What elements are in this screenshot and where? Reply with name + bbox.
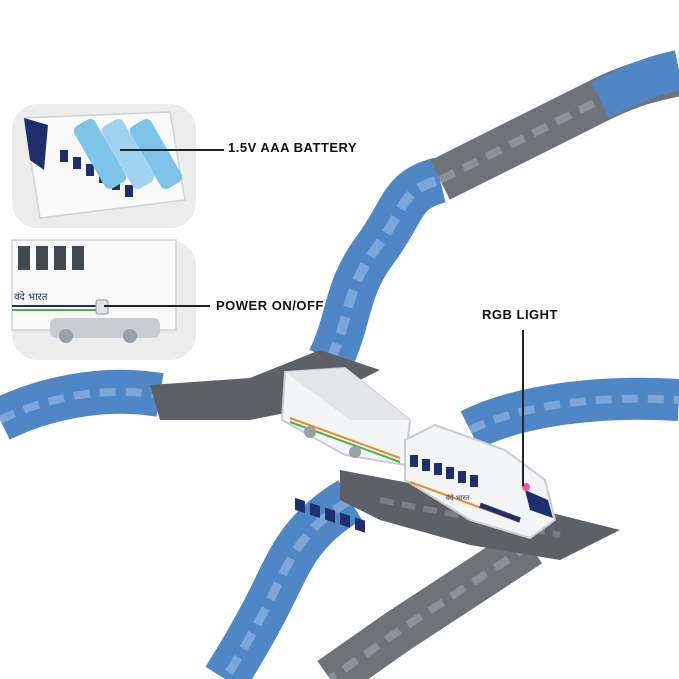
rear-car-windows [295,497,365,533]
train: वंदे भारत [280,366,557,540]
rgb-light-callout-label: RGB LIGHT [482,307,558,322]
track-upper-s-curve [309,157,447,371]
rear-car-wheel [304,426,316,438]
battery-callout-label: 1.5V AAA BATTERY [228,140,358,155]
track-left-curve-groove [0,387,161,424]
rear-car-roof [285,368,410,420]
power-inset-wheel [59,329,73,343]
battery-compartment-inset [12,104,196,228]
engine-logo-text: वंदे भारत [446,493,470,502]
power-inset-wheel [123,329,137,343]
power-switch-inset: वंदे भारत [11,239,196,360]
engine-windows [410,455,478,487]
track-upper-s-curve-groove [325,175,442,363]
junction-upper [150,350,380,420]
track-lower-straight-lane [327,541,533,679]
track-lower-left-groove [221,496,353,679]
power-callout-label: POWER ON/OFF [216,298,324,313]
track-layout [0,50,679,679]
power-inset-logo-text: वंदे भारत [14,291,48,303]
train-front-engine: वंदे भारत [404,423,557,540]
power-inset-windows [18,246,84,270]
battery-inset-nose [24,118,48,170]
track-right-curve-groove [468,394,679,434]
rear-car-wheel [349,446,361,458]
power-inset-car-body [11,239,177,331]
battery-cell-3 [129,119,183,189]
battery-cell-1 [73,119,127,189]
battery-cell-2 [101,119,155,189]
engine-body [404,423,557,540]
track-upper-blue-end [591,50,679,118]
rear-car-stripe-orange [289,417,401,459]
engine-stripe-navy [479,502,521,523]
engine-windshield [525,490,553,518]
